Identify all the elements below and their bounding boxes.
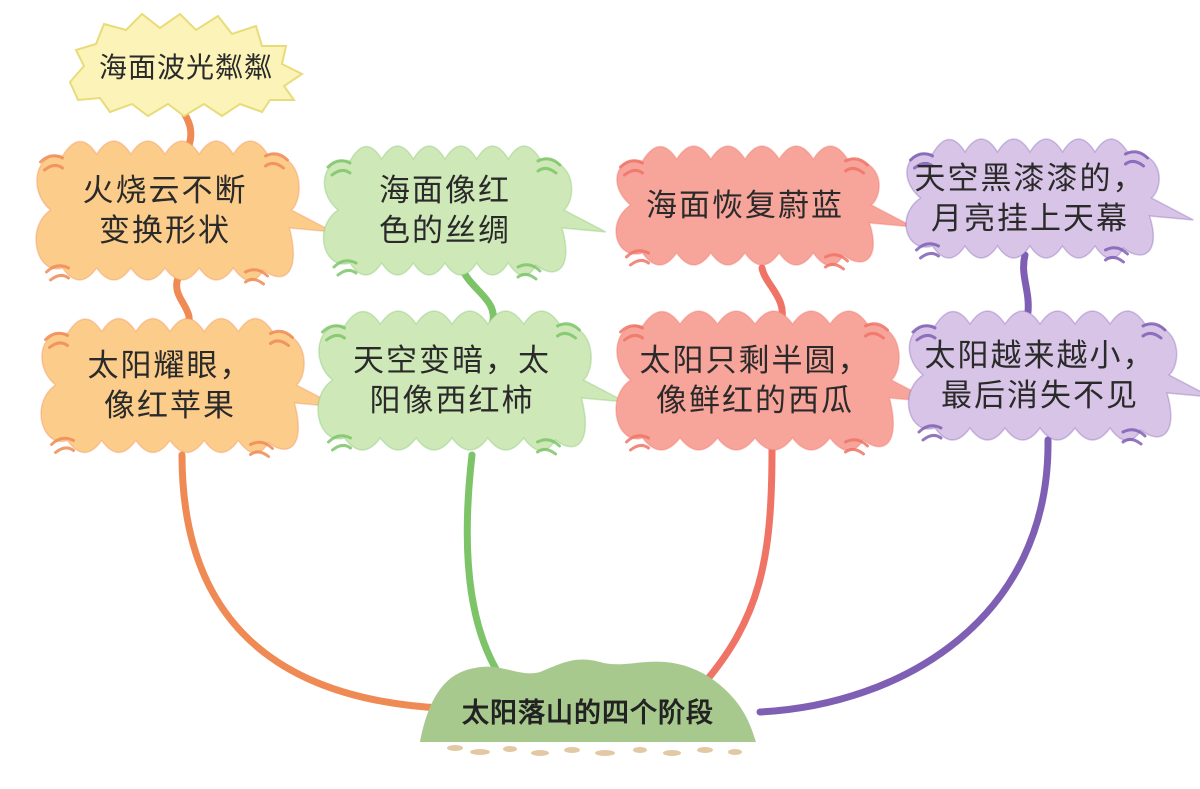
root-node: 太阳落山的四个阶段 [420,659,756,756]
cloud-swirl [39,154,64,172]
cloud-swirl [824,253,849,271]
root-label: 太阳落山的四个阶段 [462,697,714,729]
top-node: 海面波光粼粼 [68,12,304,118]
cloud-swirl [321,324,346,342]
branch-3-lower-node: 太阳只剩半圆， 像鲜红的西瓜 [615,310,934,456]
cloud-swirl [44,331,69,349]
branch-2-upper-label-line: 海面像红 [379,173,511,209]
cloud-swirl [1104,246,1129,264]
cloud-swirl [249,440,274,458]
branch-2-lower-label-line: 天空变暗，太 [353,343,551,379]
cloud-swirl [619,159,644,177]
top-node-shape [68,12,304,118]
cloud-swirl [619,324,644,342]
cloud-swirl [844,157,869,175]
branch-1-upper-label-line: 火烧云不断 [83,173,248,209]
cloud-swirl [536,157,562,175]
branch-4-upper-node: 天空黑漆漆的， 月亮挂上天幕 [905,138,1194,264]
branch-1-upper-label-line: 变换形状 [99,213,231,249]
branch-3-lower-cloud-shape [615,310,934,452]
branch-1-main-line [178,451,444,712]
top-node-label: 海面波光粼粼 [99,51,273,84]
branch-4-lower-label-line: 太阳越来越小， [925,338,1156,374]
branch-4-upper-link [1020,251,1032,316]
cloud-swirl [50,436,75,454]
root-hill-shape [420,659,756,742]
branch-3-upper-node: 海面恢复蔚蓝 [615,145,914,271]
branch-3-upper-label-line: 海面恢复蔚蓝 [646,188,844,224]
branch-1-lower-label-line: 像红苹果 [104,388,236,424]
branch-2-lower-cloud-shape [317,310,626,452]
branch-2-main-line [463,451,514,694]
branch-4-main-line [756,436,1052,716]
branch-4-lower-node: 太阳越来越小， 最后消失不见 [907,310,1200,446]
cloud-swirl [516,263,542,281]
branch-3-main-line [696,446,776,692]
cloud-swirl [332,259,358,277]
cloud-swirl [625,434,650,452]
branch-4-upper-cloud-shape [905,138,1194,260]
cloud-swirl [1124,150,1149,168]
cloud-swirl [909,152,934,170]
branch-2-upper-cloud-shape [322,145,607,277]
cloud-swirl [1121,428,1147,446]
cloud-swirl [864,322,889,340]
cloud-swirl [244,268,269,286]
pebbles [447,745,742,756]
cloud-swirl [915,242,940,260]
branch-2-lower-label-line: 阳像西红柿 [370,383,535,419]
cloud-swirl [327,434,352,452]
branch-3-lower-label-line: 太阳只剩半圆， [640,343,871,379]
cloud-swirl [1141,322,1167,340]
cloud-swirl [269,329,294,347]
branch-2-upper-label-line: 色的丝绸 [379,213,511,249]
branch-4-lower-label-line: 最后消失不见 [941,378,1139,414]
branch-1-lower-label-line: 太阳耀眼， [88,348,253,384]
branch-4-upper-label-line: 天空黑漆漆的， [915,161,1146,197]
branch-3-lower-label-line: 像鲜红的西瓜 [656,383,854,419]
connector-lines [171,84,1052,716]
cloud-swirl [556,322,581,340]
branch-1-lower-cloud-shape [40,317,339,454]
branch-1-upper-cloud-shape [35,140,334,282]
cloud-swirl [45,264,70,282]
cloud-swirl [536,438,561,456]
cloud-swirl [917,424,943,442]
cloud-swirl [911,324,937,342]
branch-4-lower-cloud-shape [907,310,1200,442]
cloud-swirl [264,152,289,170]
branch-4-upper-label-line: 月亮挂上天幕 [931,201,1129,237]
cloud-swirl [326,159,352,177]
branch-1-lower-node: 太阳耀眼， 像红苹果 [40,317,339,458]
cloud-swirl [625,249,650,267]
cloud-swirl [844,438,869,456]
